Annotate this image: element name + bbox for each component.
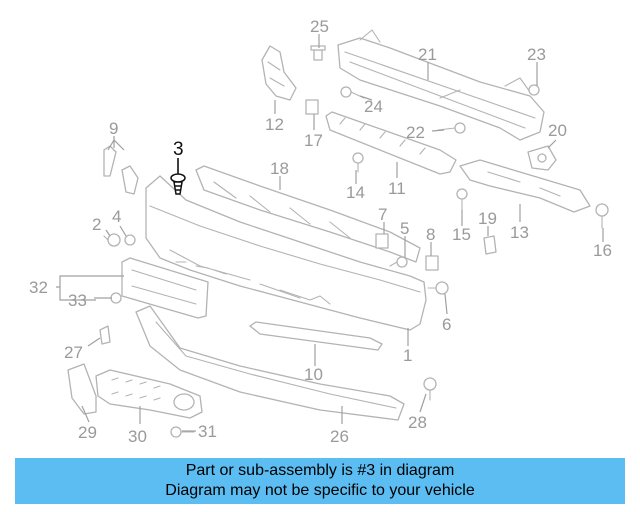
callout-16: 16 [593,241,612,260]
fastener-14 [352,152,364,173]
fastener-15 [456,188,468,211]
callout-18: 18 [270,159,289,178]
fastener-24 [340,86,365,99]
fog-lamp-trim [67,363,97,415]
callout-7: 7 [378,205,387,224]
fastener-33 [110,292,122,304]
callout-29: 29 [78,423,97,442]
fastener-4 [124,234,136,246]
callout-23: 23 [527,45,546,64]
info-banner: Part or sub-assembly is #3 in diagram Di… [15,458,625,504]
fastener-23 [528,84,540,96]
callout-10: 10 [304,365,323,384]
energy-absorber [325,111,457,175]
clip-17 [305,99,319,115]
banner-line-1: Part or sub-assembly is #3 in diagram [185,462,455,479]
callout-13: 13 [510,223,529,242]
leader-lines [56,34,604,432]
fog-lamp-grille [95,369,203,419]
callout-11: 11 [388,179,406,198]
callout-20: 20 [548,121,567,140]
fastener-5 [389,256,408,268]
callout-12: 12 [265,115,284,134]
callout-14: 14 [346,183,365,202]
side-bracket-right [459,159,591,213]
fastener-28 [423,377,437,401]
callout-17: 17 [304,131,323,150]
callout-4: 4 [112,207,121,226]
callout-15: 15 [452,225,471,244]
callout-24: 24 [364,97,383,116]
callout-3-highlighted: 3 [173,139,184,160]
callout-2: 2 [92,215,101,234]
fastener-25 [310,45,326,61]
fastener-31 [170,426,195,438]
fastener-27 [99,325,111,345]
callout-9: 9 [109,119,118,138]
license-plate-bracket [121,257,209,319]
callout-26: 26 [330,427,349,446]
fastener-9 [103,145,139,195]
side-bracket-left [261,45,297,101]
bracket-20 [527,145,557,171]
fastener-7 [375,233,389,249]
fastener-6 [427,281,449,295]
callout-33: 33 [68,291,87,310]
fastener-8 [425,255,439,271]
banner-line-2: Diagram may not be specific to your vehi… [165,482,475,499]
fastener-2 [103,233,121,247]
callout-32: 32 [29,278,48,297]
callout-27: 27 [64,343,83,362]
reinforcement-bar [337,29,545,141]
callout-5: 5 [400,219,409,238]
lower-spoiler [135,305,405,421]
fastener-16 [595,203,609,229]
callout-31: 31 [198,422,217,441]
fastener-22 [437,122,466,134]
lower-molding [249,321,383,351]
fastener-19 [483,235,497,255]
callout-labels: 25 21 23 24 12 17 22 20 9 3 18 14 11 2 4… [29,17,612,446]
callout-1: 1 [403,346,412,365]
callout-21: 21 [418,45,437,64]
callout-30: 30 [128,427,147,446]
callout-22: 22 [406,123,425,142]
callout-25: 25 [310,17,329,36]
upper-molding [195,165,421,263]
callout-19: 19 [478,209,497,228]
callout-6: 6 [442,315,451,334]
callout-8: 8 [426,225,435,244]
parts-diagram: 25 21 23 24 12 17 22 20 9 3 18 14 11 2 4… [29,17,612,446]
bumper-cover [145,175,427,331]
callout-28: 28 [408,413,427,432]
